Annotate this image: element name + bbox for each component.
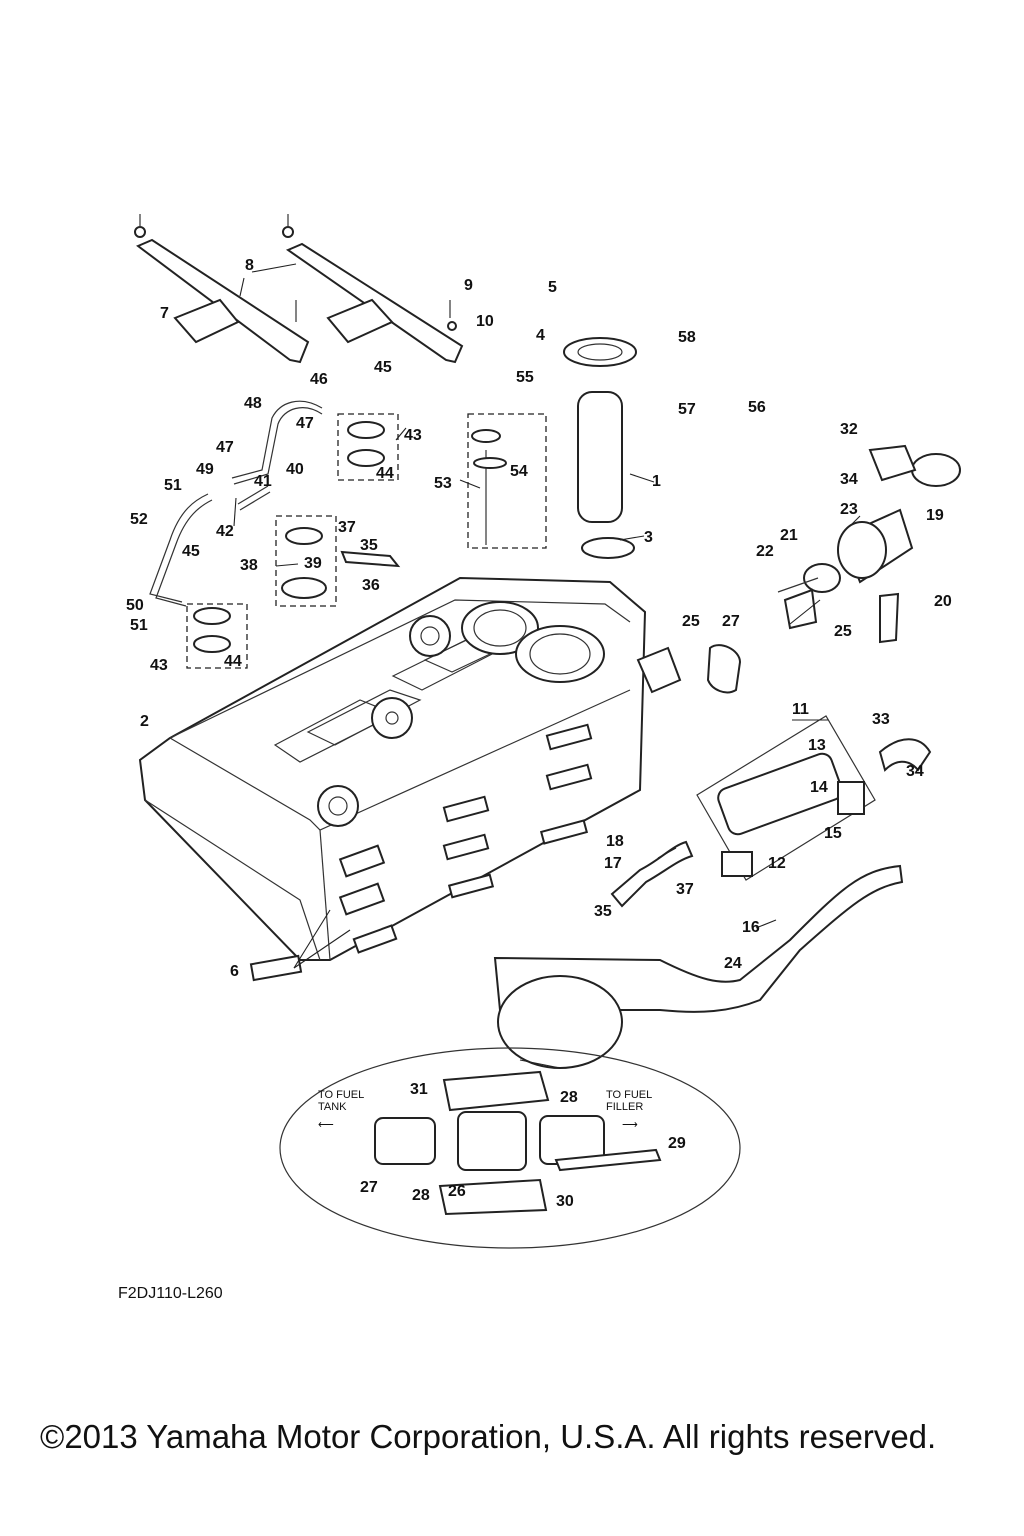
callout-12: 12 bbox=[768, 855, 786, 872]
callout-35-lower: 35 bbox=[594, 903, 612, 920]
callout-23: 23 bbox=[840, 501, 858, 518]
callout-27-detail: 27 bbox=[360, 1179, 378, 1196]
hoses bbox=[493, 644, 932, 1069]
callout-8: 8 bbox=[245, 257, 254, 274]
callout-7: 7 bbox=[160, 305, 169, 322]
callout-1: 1 bbox=[652, 473, 661, 490]
leader-lines bbox=[233, 263, 861, 969]
callout-14: 14 bbox=[810, 779, 828, 796]
callout-45-left: 45 bbox=[182, 543, 200, 560]
callout-53: 53 bbox=[434, 475, 452, 492]
callout-4: 4 bbox=[536, 327, 545, 344]
callout-3: 3 bbox=[644, 529, 653, 546]
callout-20: 20 bbox=[934, 593, 952, 610]
callout-34-right: 34 bbox=[906, 763, 924, 780]
canister-assembly bbox=[696, 715, 876, 881]
callout-50: 50 bbox=[126, 597, 144, 614]
callout-44: 44 bbox=[376, 465, 394, 482]
filler-neck-assembly bbox=[777, 444, 961, 644]
callout-40: 40 bbox=[286, 461, 304, 478]
callout-58: 58 bbox=[678, 329, 696, 346]
callout-42: 42 bbox=[216, 523, 234, 540]
callout-47-left: 47 bbox=[216, 439, 234, 456]
to-fuel-filler-label-2: FILLER bbox=[606, 1101, 643, 1113]
callout-34: 34 bbox=[840, 471, 858, 488]
callout-51-lower: 51 bbox=[130, 617, 148, 634]
right-arrow-icon: ⟶ bbox=[622, 1119, 638, 1131]
callout-27: 27 bbox=[722, 613, 740, 630]
callout-26: 26 bbox=[448, 1183, 466, 1200]
callout-36: 36 bbox=[362, 577, 380, 594]
callout-33: 33 bbox=[872, 711, 890, 728]
to-fuel-tank-label-1: TO FUEL bbox=[318, 1089, 364, 1101]
callout-11: 11 bbox=[792, 701, 809, 718]
callout-49: 49 bbox=[196, 461, 214, 478]
fuel-tank bbox=[138, 576, 682, 982]
callout-29: 29 bbox=[668, 1135, 686, 1152]
callout-13: 13 bbox=[808, 737, 826, 754]
tank-bands bbox=[134, 214, 464, 364]
callout-19: 19 bbox=[926, 507, 944, 524]
callout-28: 28 bbox=[560, 1089, 578, 1106]
callout-51: 51 bbox=[164, 477, 182, 494]
callout-16: 16 bbox=[742, 919, 760, 936]
hose-joint-detail bbox=[279, 1047, 741, 1249]
callout-37: 37 bbox=[338, 519, 356, 536]
callout-56: 56 bbox=[748, 399, 766, 416]
to-fuel-filler-label-1: TO FUEL bbox=[606, 1089, 652, 1101]
callout-54: 54 bbox=[510, 463, 528, 480]
callout-10: 10 bbox=[476, 313, 494, 330]
callout-39: 39 bbox=[304, 555, 322, 572]
direction-labels: TO FUEL TANK ⟵ TO FUEL FILLER ⟶ bbox=[318, 1089, 652, 1131]
side-plates bbox=[249, 723, 593, 982]
callout-45: 45 bbox=[374, 359, 392, 376]
callout-22: 22 bbox=[756, 543, 774, 560]
copyright: ©2013 Yamaha Motor Corporation, U.S.A. A… bbox=[40, 1418, 936, 1455]
callout-43-left: 43 bbox=[150, 657, 168, 674]
left-hoses bbox=[149, 400, 401, 669]
callout-44-left: 44 bbox=[224, 653, 242, 670]
callout-24: 24 bbox=[724, 955, 742, 972]
callout-41: 41 bbox=[254, 473, 272, 490]
callout-15: 15 bbox=[824, 825, 842, 842]
left-arrow-icon: ⟵ bbox=[318, 1119, 334, 1131]
callouts: 1 2 3 4 5 6 7 8 9 10 11 12 13 14 15 16 1… bbox=[126, 257, 952, 1210]
callout-5: 5 bbox=[548, 279, 557, 296]
callout-47: 47 bbox=[296, 415, 314, 432]
callout-21: 21 bbox=[780, 527, 798, 544]
figure-code: F2DJ110-L260 bbox=[118, 1285, 223, 1302]
callout-18: 18 bbox=[606, 833, 624, 850]
callout-32: 32 bbox=[840, 421, 858, 438]
callout-28-left: 28 bbox=[412, 1187, 430, 1204]
callout-37-lower: 37 bbox=[676, 881, 694, 898]
callout-57: 57 bbox=[678, 401, 696, 418]
callout-52: 52 bbox=[130, 511, 148, 528]
callout-2: 2 bbox=[140, 713, 149, 730]
callout-9: 9 bbox=[464, 277, 473, 294]
callout-17: 17 bbox=[604, 855, 622, 872]
callout-55: 55 bbox=[516, 369, 534, 386]
callout-38: 38 bbox=[240, 557, 258, 574]
callout-35: 35 bbox=[360, 537, 378, 554]
callout-43: 43 bbox=[404, 427, 422, 444]
callout-30: 30 bbox=[556, 1193, 574, 1210]
callout-48: 48 bbox=[244, 395, 262, 412]
callout-25: 25 bbox=[682, 613, 700, 630]
fuel-pump-assembly bbox=[467, 337, 637, 559]
callout-6: 6 bbox=[230, 963, 239, 980]
callout-46: 46 bbox=[310, 371, 328, 388]
callout-25-right: 25 bbox=[834, 623, 852, 640]
to-fuel-tank-label-2: TANK bbox=[318, 1101, 347, 1113]
callout-31: 31 bbox=[410, 1081, 428, 1098]
